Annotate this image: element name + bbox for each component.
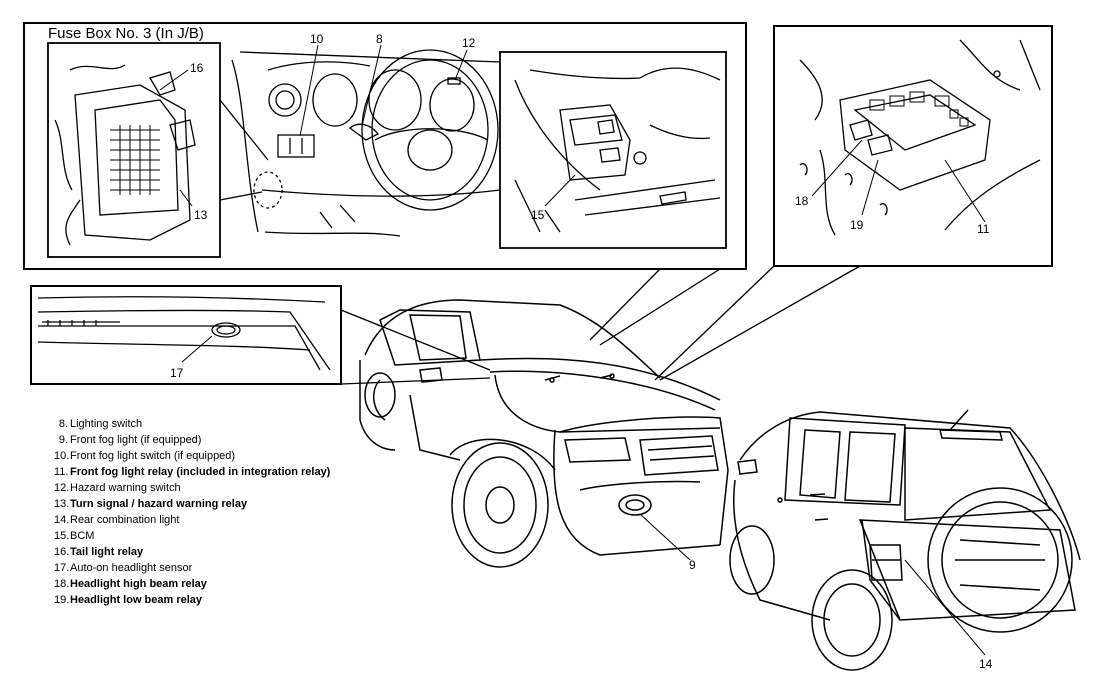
legend-item: 11.Front fog light relay (included in in… bbox=[54, 466, 331, 478]
dashboard-illustration bbox=[231, 44, 501, 237]
legend-item: 10.Front fog light switch (if equipped) bbox=[54, 450, 236, 462]
legend-item: 8.Lighting switch bbox=[58, 418, 143, 430]
callout-14: 14 bbox=[979, 657, 993, 671]
callout-19: 19 bbox=[850, 218, 864, 232]
callout-13: 13 bbox=[194, 208, 208, 222]
bcm-inset bbox=[499, 51, 727, 249]
fuse-box-inset bbox=[47, 42, 221, 258]
sensor-detail-frame bbox=[30, 285, 342, 385]
legend-item: 9.Front fog light (if equipped) bbox=[58, 434, 202, 446]
legend-item: 17.Auto-on headlight sensor bbox=[54, 562, 193, 574]
component-legend: 8.Lighting switch 9.Front fog light (if … bbox=[54, 416, 330, 608]
legend-item: 13.Turn signal / hazard warning relay bbox=[54, 498, 248, 510]
callout-8: 8 bbox=[376, 32, 383, 46]
fuse-box-title: Fuse Box No. 3 (In J/B) bbox=[48, 25, 204, 42]
relay-zoom-lines bbox=[654, 265, 861, 381]
callout-17: 17 bbox=[170, 366, 184, 380]
callout-11: 11 bbox=[977, 222, 990, 236]
relay-detail-frame bbox=[773, 25, 1053, 267]
legend-item: 12.Hazard warning switch bbox=[54, 482, 181, 494]
callout-18: 18 bbox=[795, 194, 809, 208]
fuse-zoom-lines bbox=[219, 99, 269, 201]
legend-item: 18.Headlight high beam relay bbox=[54, 578, 207, 590]
sensor-zoom-lines bbox=[340, 309, 491, 385]
callout-15: 15 bbox=[531, 208, 545, 222]
legend-item: 15.BCM bbox=[54, 530, 95, 542]
callout-12: 12 bbox=[462, 36, 476, 50]
legend-item: 16.Tail light relay bbox=[54, 546, 144, 558]
legend-item: 14.Rear combination light bbox=[54, 514, 180, 526]
callout-9: 9 bbox=[689, 558, 696, 572]
rear-car bbox=[729, 409, 1081, 671]
front-car bbox=[359, 299, 729, 568]
dashboard-detail-frame bbox=[23, 22, 747, 270]
callout-16: 16 bbox=[190, 61, 204, 75]
callout-10: 10 bbox=[310, 32, 324, 46]
legend-item: 19.Headlight low beam relay bbox=[54, 594, 203, 606]
